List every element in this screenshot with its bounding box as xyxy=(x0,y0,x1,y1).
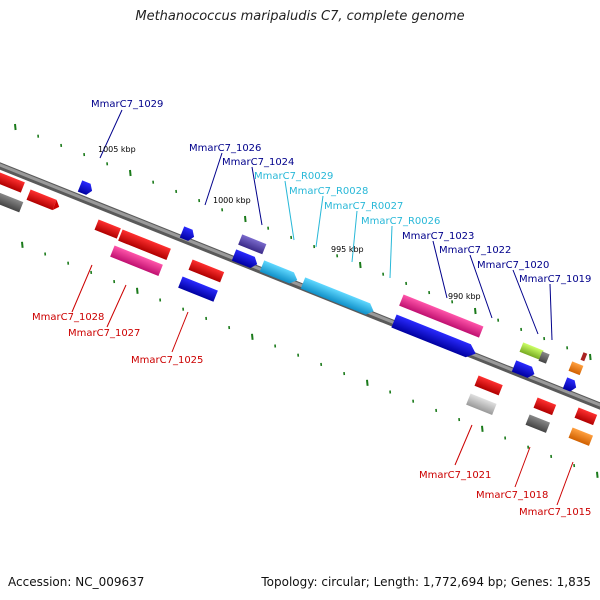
tick-mark xyxy=(136,287,139,294)
gene-label-mmarc7-1019: MmarC7_1019 xyxy=(519,274,591,285)
gene-label-mmarc7-r0029: MmarC7_R0029 xyxy=(254,171,333,182)
tick-mark xyxy=(14,123,17,131)
gene-feature xyxy=(538,351,550,364)
tick-mark xyxy=(129,169,132,177)
scale-label: 1005 kbp xyxy=(98,145,136,154)
genome-summary: Topology: circular; Length: 1,772,694 bp… xyxy=(261,575,591,589)
scale-label: 990 kbp xyxy=(448,292,481,301)
gene-feature xyxy=(562,377,577,392)
tick-marks xyxy=(14,123,599,478)
gene-label-mmarc7-1021: MmarC7_1021 xyxy=(419,470,491,481)
gene-feature xyxy=(0,171,25,193)
gene-feature xyxy=(391,314,476,358)
gene-feature xyxy=(568,427,594,446)
tick-mark xyxy=(366,379,369,386)
tick-mark xyxy=(481,425,484,432)
scale-label: 995 kbp xyxy=(331,245,364,254)
accession-label: Accession: NC_009637 xyxy=(8,575,145,589)
gene-feature xyxy=(300,277,374,315)
tick-mark xyxy=(474,307,477,315)
gene-label-mmarc7-1020: MmarC7_1020 xyxy=(477,260,549,271)
gene-feature xyxy=(77,180,93,195)
gene-feature xyxy=(259,260,298,284)
tick-mark xyxy=(589,353,592,361)
gene-label-mmarc7-1029: MmarC7_1029 xyxy=(91,99,163,110)
gene-label-mmarc7-r0026: MmarC7_R0026 xyxy=(361,216,440,227)
gene-feature xyxy=(178,276,218,302)
gene-feature xyxy=(568,361,584,376)
gene-feature xyxy=(179,226,195,241)
gene-feature xyxy=(525,414,551,433)
tick-mark xyxy=(359,261,362,269)
gene-labels: MmarC7_1029 MmarC7_1026 MmarC7_1024 Mmar… xyxy=(32,99,591,518)
gene-label-mmarc7-1027: MmarC7_1027 xyxy=(68,328,140,339)
gene-label-mmarc7-1018: MmarC7_1018 xyxy=(476,490,548,501)
gene-feature xyxy=(574,407,598,426)
gene-label-mmarc7-r0027: MmarC7_R0027 xyxy=(324,201,403,212)
gene-features xyxy=(0,171,598,446)
gene-feature xyxy=(519,342,544,360)
gene-feature xyxy=(466,393,497,416)
gene-label-mmarc7-1015: MmarC7_1015 xyxy=(519,507,591,518)
gene-label-mmarc7-1024: MmarC7_1024 xyxy=(222,157,294,168)
gene-label-mmarc7-1022: MmarC7_1022 xyxy=(439,245,511,256)
label-leaders xyxy=(71,109,574,506)
genome-backbone xyxy=(0,162,600,410)
gene-feature xyxy=(238,234,267,255)
gene-feature xyxy=(474,375,503,396)
gene-feature xyxy=(118,229,171,260)
gene-feature xyxy=(580,352,588,362)
gene-feature xyxy=(188,259,225,283)
gene-feature xyxy=(0,191,24,213)
gene-feature xyxy=(511,360,535,378)
tick-mark xyxy=(596,471,599,478)
gene-label-mmarc7-1028: MmarC7_1028 xyxy=(32,312,104,323)
gene-label-mmarc7-1026: MmarC7_1026 xyxy=(189,143,261,154)
scale-labels: 1005 kbp 1000 kbp 995 kbp 990 kbp xyxy=(98,145,481,301)
gene-feature xyxy=(26,189,60,211)
gene-feature xyxy=(110,245,163,276)
map-title: Methanococcus maripaludis C7, complete g… xyxy=(135,9,465,24)
gene-label-mmarc7-r0028: MmarC7_R0028 xyxy=(289,186,368,197)
gene-feature xyxy=(231,249,258,268)
gene-feature xyxy=(94,219,121,239)
gene-feature xyxy=(399,294,484,338)
gene-label-mmarc7-1025: MmarC7_1025 xyxy=(131,355,203,366)
gene-label-mmarc7-1023: MmarC7_1023 xyxy=(402,231,474,242)
tick-mark xyxy=(251,333,254,340)
gene-feature xyxy=(533,397,557,416)
scale-label: 1000 kbp xyxy=(213,196,251,205)
tick-mark xyxy=(244,215,247,223)
tick-mark xyxy=(21,241,24,248)
